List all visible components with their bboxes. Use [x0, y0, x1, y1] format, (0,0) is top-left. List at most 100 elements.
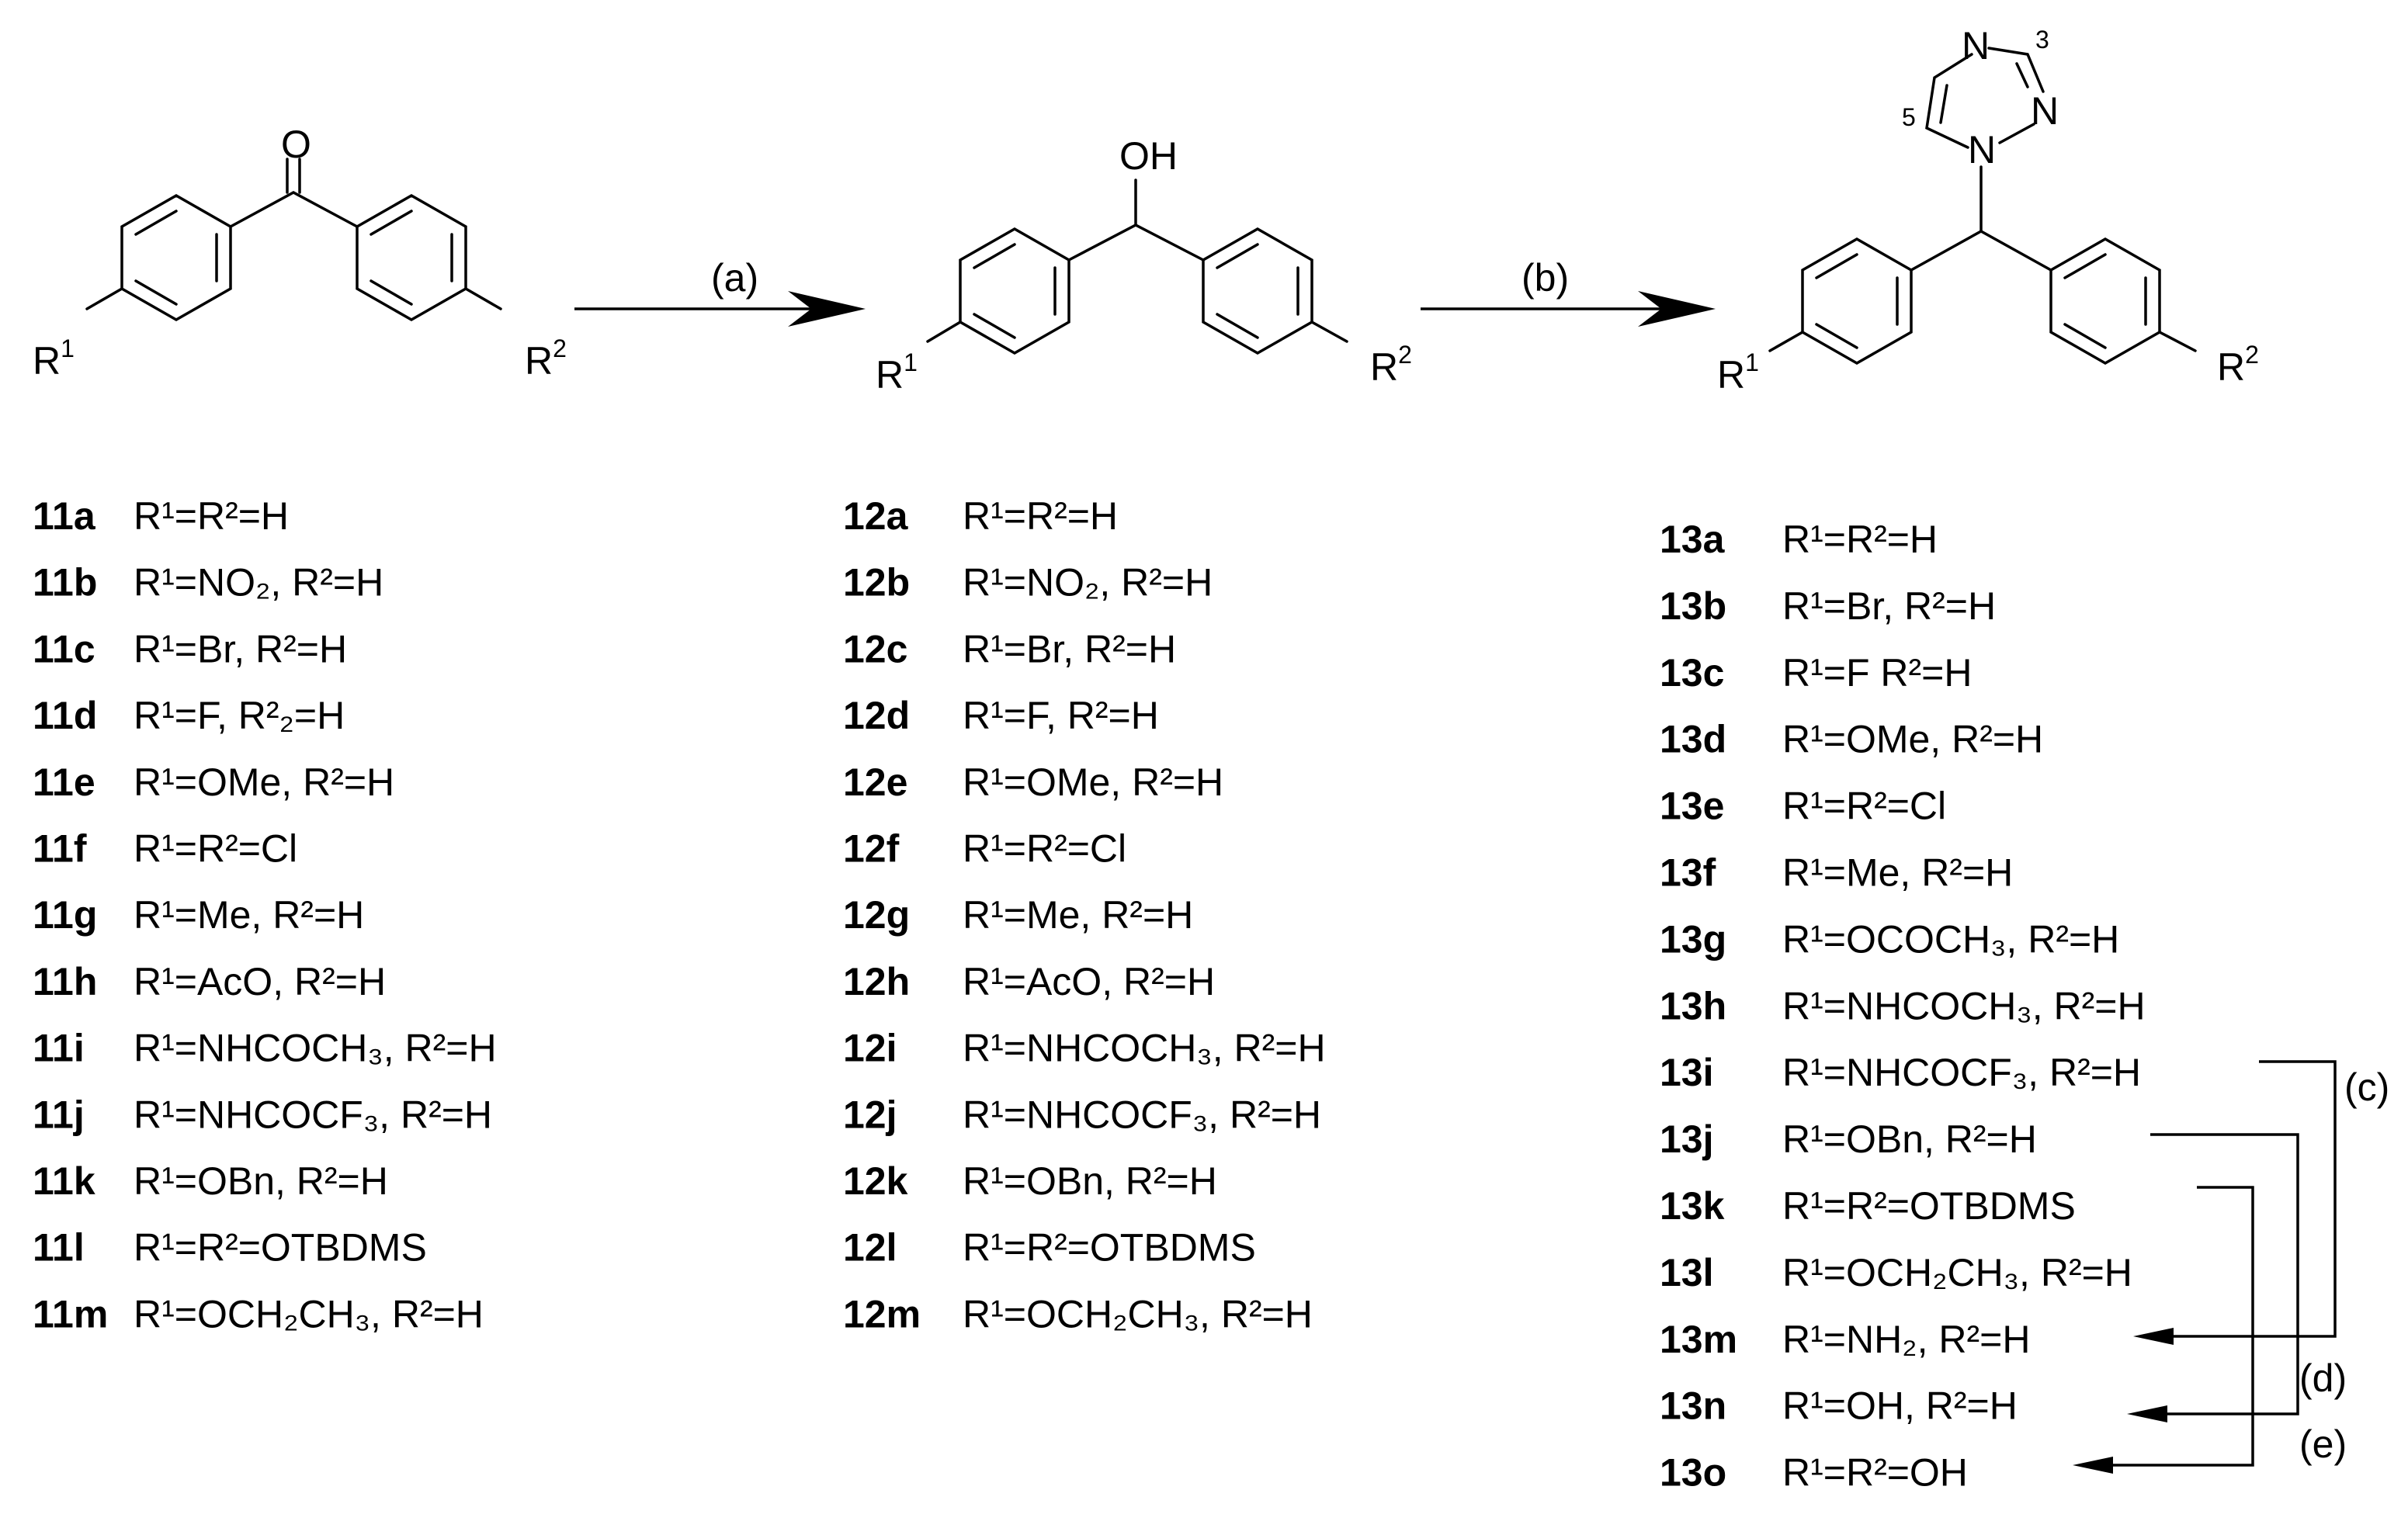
substituent-text: R¹=NO₂, R²=H: [134, 561, 383, 605]
compound-id: 12g: [843, 893, 910, 937]
substituent-text: R¹=R²=OTBDMS: [134, 1226, 427, 1270]
triazole-position-5: 5: [1902, 103, 1916, 131]
compound-id: 11k: [33, 1159, 95, 1203]
compound-id: 12f: [843, 827, 900, 871]
substituent-text: R¹=AcO, R²=H: [963, 960, 1215, 1003]
substituent-text: R¹=F, R²=H: [963, 694, 1159, 737]
substituent-text: R¹=NHCOCF₃, R²=H: [134, 1093, 492, 1136]
compound-id: 11f: [33, 827, 87, 871]
compound-id: 13i: [1660, 1051, 1714, 1094]
compound-id: 12a: [843, 494, 909, 538]
substituent-text: R¹=R²=Cl: [134, 827, 297, 871]
compound-id: 12b: [843, 561, 910, 605]
substituent-text: R¹=OBn, R²=H: [134, 1159, 388, 1203]
compound-id: 13h: [1660, 984, 1726, 1027]
compound-id: 11l: [33, 1226, 85, 1270]
triazole-structure: N N N 3 5 R1 R2: [1717, 24, 2259, 397]
compound-id: 12h: [843, 960, 910, 1003]
substituent-text: R¹=R²=Cl: [1782, 785, 1946, 828]
triazole-n-right: N: [2031, 89, 2059, 133]
compound-id: 11j: [33, 1093, 85, 1136]
compound-id: 11h: [33, 960, 97, 1003]
arrow-b-label: (b): [1521, 256, 1569, 300]
substituent-text: R¹=Br, R²=H: [1782, 584, 1996, 628]
alcohol-hydroxyl: OH: [1119, 134, 1178, 178]
alcohol-r1-label: R1: [876, 348, 918, 397]
substituent-text: R¹=NO₂, R²=H: [963, 561, 1213, 605]
compound-id: 11a: [33, 494, 96, 538]
triazole-r1-label: R1: [1717, 348, 1759, 397]
compound-id: 11b: [33, 561, 97, 605]
substituent-text: R¹=NHCOCH₃, R²=H: [963, 1027, 1326, 1070]
compound-id: 13c: [1660, 651, 1724, 695]
compound-id: 12m: [843, 1292, 921, 1336]
compound-id: 13b: [1660, 584, 1726, 628]
deprotection-connectors: (c) (d) (e): [2073, 1060, 2389, 1474]
ketone-r1-label: R1: [33, 334, 75, 383]
compound-id: 13o: [1660, 1451, 1726, 1495]
deprotection-label-d: (d): [2299, 1356, 2347, 1400]
deprotection-label-c: (c): [2344, 1065, 2389, 1109]
deprotection-label-e: (e): [2299, 1422, 2347, 1466]
ketone-r2-label: R2: [525, 334, 567, 383]
compound-id: 12i: [843, 1027, 897, 1070]
arrow-a: (a): [574, 256, 866, 327]
compound-id: 12d: [843, 694, 910, 737]
compound-id: 12j: [843, 1093, 897, 1136]
triazole-n-top: N: [1962, 24, 1990, 68]
compound-id: 11m: [33, 1292, 108, 1336]
compound-id: 11c: [33, 627, 95, 670]
alcohol-structure: OH R1 R2: [876, 134, 1412, 397]
ketone-oxygen: O: [281, 123, 311, 166]
triazole-position-3: 3: [2035, 26, 2049, 54]
substituent-text: R¹=NHCOCF₃, R²=H: [963, 1093, 1321, 1136]
compound-id: 13n: [1660, 1384, 1726, 1428]
compound-id: 12c: [843, 627, 907, 670]
substituent-text: R¹=R²=OH: [1782, 1451, 1968, 1495]
substituent-text: R¹=OMe, R²=H: [1782, 718, 2043, 761]
substituent-text: R¹=AcO, R²=H: [134, 960, 386, 1003]
substituent-text: R¹=OCH₂CH₃, R²=H: [963, 1292, 1313, 1336]
substituent-text: R¹=F, R²₂=H: [134, 694, 345, 737]
substituent-text: R¹=R²=H: [134, 494, 289, 538]
compound-id: 13f: [1660, 851, 1716, 895]
substituent-text: R¹=Me, R²=H: [1782, 851, 2013, 895]
substituent-text: R¹=Br, R²=H: [134, 627, 347, 670]
compound-id: 12l: [843, 1226, 897, 1270]
triazole-r2-label: R2: [2217, 341, 2259, 389]
substituent-text: R¹=R²=H: [1782, 518, 1938, 561]
arrow-a-label: (a): [711, 256, 758, 300]
substituent-text: R¹=Br, R²=H: [963, 627, 1176, 670]
triazole-n1: N: [1968, 128, 1996, 172]
compound-id: 13j: [1660, 1117, 1714, 1161]
substituent-text: R¹=R²=OTBDMS: [1782, 1184, 2076, 1228]
substituent-text: R¹=OCOCH₃, R²=H: [1782, 917, 2119, 961]
compound-id: 13a: [1660, 518, 1726, 561]
compound-id: 13g: [1660, 917, 1726, 961]
compound-id: 13e: [1660, 785, 1724, 828]
substituent-text: R¹=R²=OTBDMS: [963, 1226, 1256, 1270]
compound-id: 12k: [843, 1159, 908, 1203]
substituent-text: R¹=OMe, R²=H: [963, 761, 1223, 804]
arrow-b: (b): [1421, 256, 1716, 327]
compound-id: 13l: [1660, 1251, 1714, 1294]
compound-id: 11d: [33, 694, 97, 737]
substituent-text: R¹=R²=Cl: [963, 827, 1126, 871]
compound-id: 11i: [33, 1027, 85, 1070]
substituent-text: R¹=OBn, R²=H: [963, 1159, 1217, 1203]
substituent-text: R¹=OCH₂CH₃, R²=H: [134, 1292, 484, 1336]
substituent-text: R¹=Me, R²=H: [963, 893, 1193, 937]
substituent-text: R¹=NHCOCH₃, R²=H: [1782, 984, 2146, 1027]
compound-id: 13d: [1660, 718, 1726, 761]
compound-list-11: 11a R¹=R²=H 11b R¹=NO₂, R²=H 11c R¹=Br, R²=H 1…: [33, 494, 497, 1336]
compound-id: 11e: [33, 761, 95, 804]
compound-id: 13m: [1660, 1318, 1737, 1361]
substituent-text: R¹=NH₂, R²=H: [1782, 1318, 2030, 1361]
substituent-text: R¹=NHCOCH₃, R²=H: [134, 1027, 497, 1070]
substituent-text: R¹=NHCOCF₃, R²=H: [1782, 1051, 2141, 1094]
compound-id: 12e: [843, 761, 907, 804]
substituent-text: R¹=F R²=H: [1782, 651, 1972, 695]
alcohol-r2-label: R2: [1370, 341, 1412, 389]
ketone-structure: O R1 R2: [33, 123, 567, 383]
